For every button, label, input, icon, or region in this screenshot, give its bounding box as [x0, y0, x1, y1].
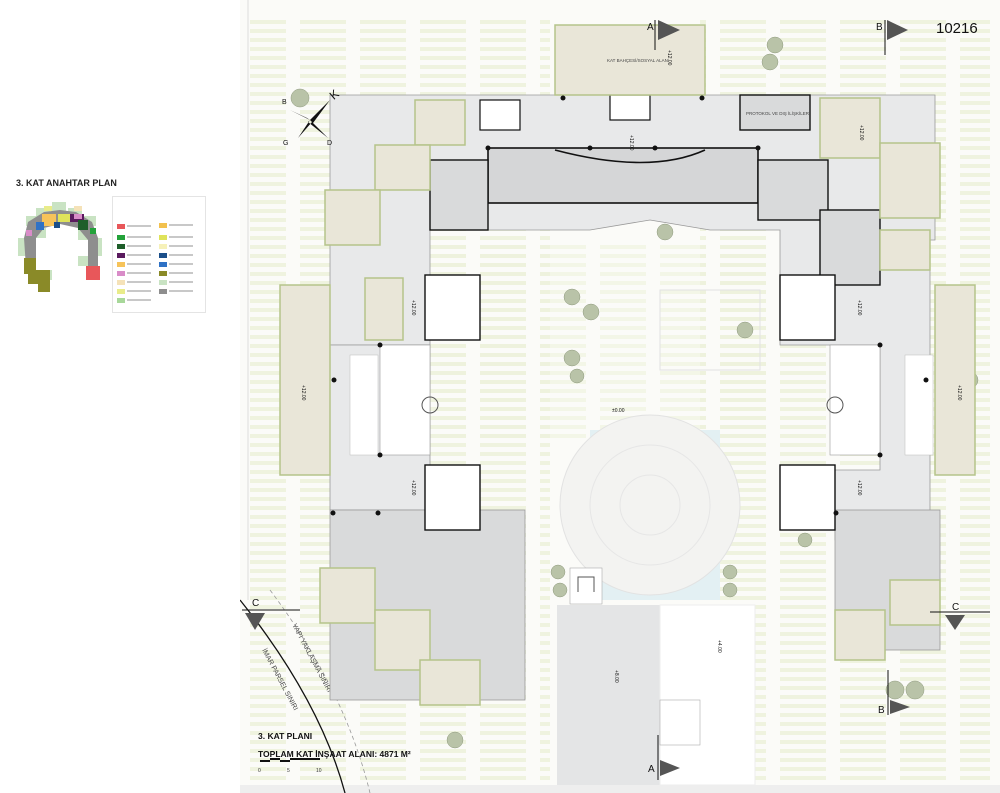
plan-title: 3. KAT PLANI	[258, 731, 313, 741]
legend-swatch	[117, 289, 125, 294]
legend-swatch	[117, 262, 125, 267]
legend-swatch	[117, 244, 125, 249]
protocol-room-label: PROTOKOL VE DIŞ İLİŞKİLER	[746, 110, 810, 116]
parcel-boundary-line	[240, 599, 346, 793]
svg-text:+12.00: +12.00	[628, 135, 634, 151]
section-marker-c-right: C	[930, 602, 990, 630]
floor-elevation-markers: +12.00 +12.00 +12.00 +12.00 +12.00 +12.0…	[300, 50, 962, 496]
svg-text:+12.00: +12.00	[666, 50, 672, 66]
svg-text:A: A	[648, 764, 655, 775]
terrace-label: KAT BAHÇESİ/SOSYAL ALAN	[607, 57, 668, 63]
legend-swatch	[159, 289, 167, 294]
legend-swatch	[159, 244, 167, 249]
legend-swatch	[117, 253, 125, 258]
roof-terraces	[279, 24, 976, 706]
lower-left-elevation: +8.00	[613, 670, 619, 683]
svg-text:G: G	[283, 140, 288, 147]
courtyard-elevation: ±0.00	[612, 408, 625, 414]
svg-text:+12.00: +12.00	[410, 480, 416, 496]
legend-swatch	[117, 271, 125, 276]
scale-label-5: 5	[287, 768, 290, 774]
svg-text:+12.00: +12.00	[410, 300, 416, 316]
svg-text:+12.00: +12.00	[300, 385, 306, 401]
svg-text:+12.00: +12.00	[856, 300, 862, 316]
legend-swatch	[159, 262, 167, 267]
fountain-plaza	[559, 414, 741, 596]
legend-swatch	[159, 253, 167, 258]
columns	[330, 95, 929, 516]
lower-roof-area	[557, 605, 660, 785]
svg-text:B: B	[876, 22, 883, 33]
service-cores	[424, 274, 836, 531]
svg-text:B: B	[282, 99, 287, 106]
legend-swatch	[159, 223, 167, 228]
section-marker-a-top: A	[647, 20, 680, 50]
floor-plan: İMAR PARSEL SINIRI YAPI YAKLAŞMA SINIRI …	[240, 0, 1000, 793]
svg-text:B: B	[878, 705, 885, 716]
key-plan-legend	[112, 196, 206, 313]
section-marker-b-top: B	[876, 20, 908, 55]
legend-swatch	[117, 235, 125, 240]
legend-swatch	[117, 280, 125, 285]
svg-text:C: C	[952, 602, 959, 613]
svg-text:+12.00: +12.00	[956, 385, 962, 401]
top-rooms	[487, 147, 759, 204]
svg-text:A: A	[647, 22, 654, 33]
key-plan-title: 3. KAT ANAHTAR PLAN	[16, 178, 117, 188]
lower-right-elevation: +4.00	[716, 640, 722, 653]
scale-bar	[260, 758, 320, 762]
scale-label-10: 10	[316, 768, 322, 774]
key-plan-diagram	[18, 202, 102, 292]
legend-swatch	[159, 271, 167, 276]
scale-label-0: 0	[258, 768, 261, 774]
total-area-label: TOPLAM KAT İNŞAAT ALANI: 4871 M²	[258, 749, 411, 759]
legend-swatch	[117, 298, 125, 303]
left-panel: 3. KAT ANAHTAR PLAN	[0, 0, 240, 793]
legend-swatch	[117, 224, 125, 229]
sheet-number: 10216	[936, 20, 978, 37]
svg-text:C: C	[252, 598, 259, 609]
svg-text:+12.00: +12.00	[856, 480, 862, 496]
section-marker-a-bottom: A	[648, 735, 680, 780]
section-marker-b-bottom: B	[878, 670, 910, 716]
section-marker-c-left: C	[242, 598, 300, 630]
svg-text:+12.00: +12.00	[858, 125, 864, 141]
svg-text:D: D	[327, 140, 332, 147]
setback-boundary-line	[269, 589, 371, 793]
legend-swatch	[159, 280, 167, 285]
legend-swatch	[159, 235, 167, 240]
